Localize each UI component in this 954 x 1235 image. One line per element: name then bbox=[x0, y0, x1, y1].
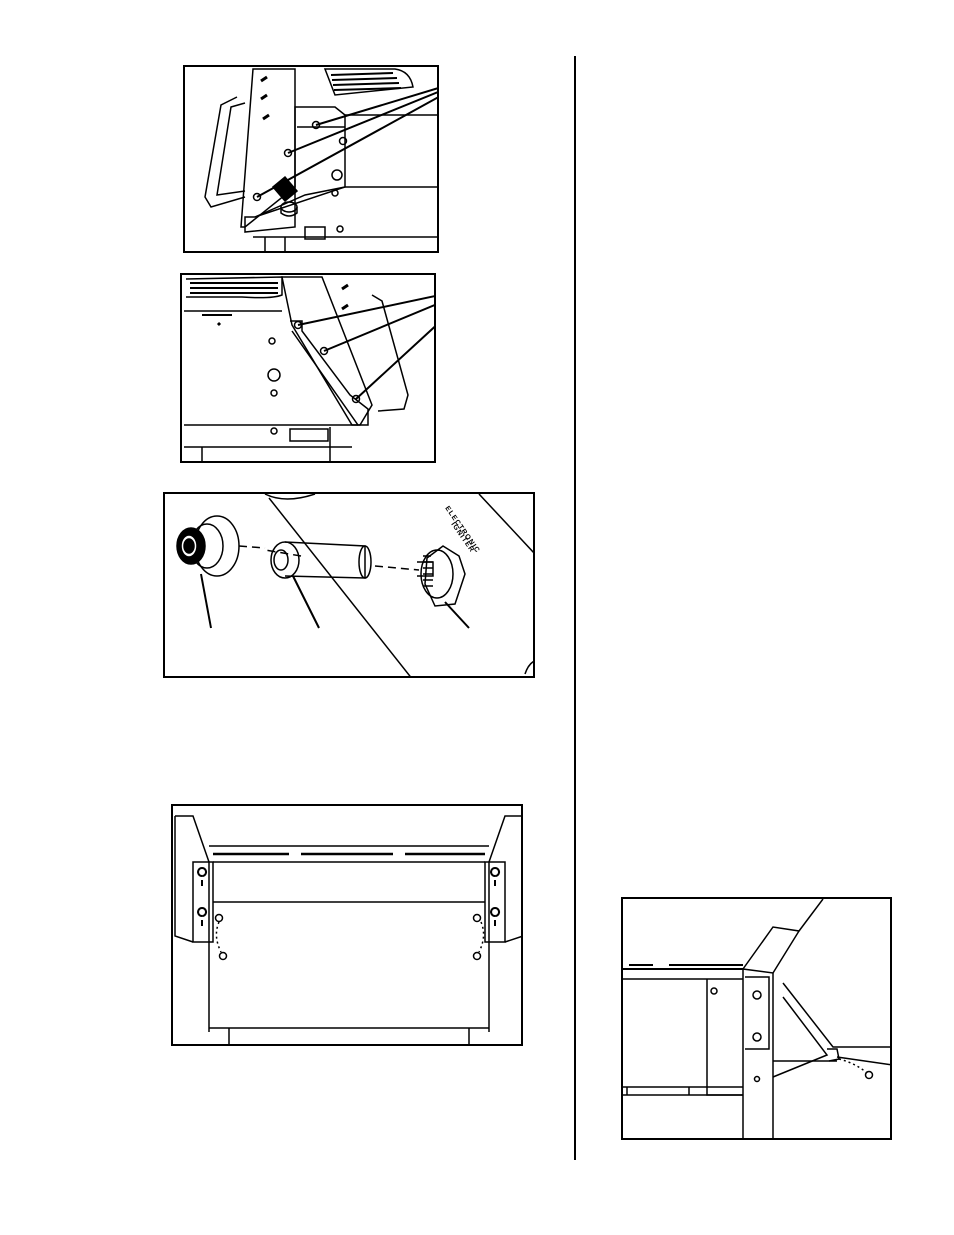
figure-igniter-exploded: ELECTRONIC IGNITER bbox=[163, 492, 535, 678]
figure-cart-front-panel bbox=[171, 804, 523, 1046]
figure-cart-corner-detail bbox=[621, 897, 892, 1140]
shelf-bracket-left-drawing bbox=[185, 67, 439, 253]
igniter-exploded-drawing: ELECTRONIC IGNITER bbox=[165, 494, 535, 678]
cart-corner-detail-drawing bbox=[623, 899, 892, 1140]
cart-front-panel-drawing bbox=[173, 806, 523, 1046]
figure-shelf-bracket-left bbox=[183, 65, 439, 253]
column-divider bbox=[574, 56, 576, 1160]
shelf-bracket-right-drawing bbox=[182, 275, 436, 463]
figure-shelf-bracket-right bbox=[180, 273, 436, 463]
